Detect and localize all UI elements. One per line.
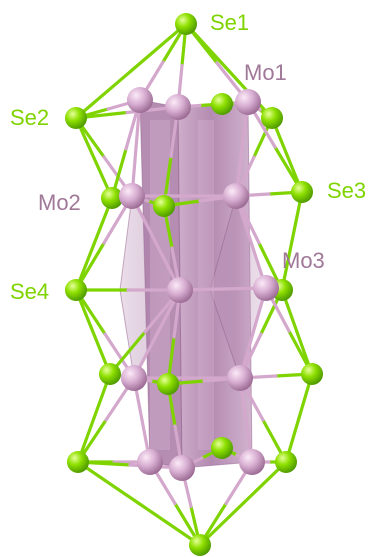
atoms-layer [65, 13, 323, 556]
molybdenum-atom [253, 275, 279, 301]
selenium-atom [275, 451, 297, 473]
bond-half [76, 460, 141, 506]
selenium-atom [261, 107, 283, 129]
atom-label-se3: Se3 [327, 178, 367, 203]
molybdenum-atom [227, 365, 253, 391]
bond-half [129, 22, 188, 73]
selenium-atom [211, 93, 233, 115]
molybdenum-atom [239, 449, 265, 475]
molybdenum-atom [127, 87, 153, 113]
bond-half [74, 69, 133, 120]
selenium-atom [291, 181, 313, 203]
selenium-atom [189, 534, 211, 556]
atom-label-se1: Se1 [210, 10, 250, 35]
molybdenum-atom [223, 183, 249, 209]
atom-label-mo3: Mo3 [282, 248, 325, 273]
selenium-atom [65, 107, 87, 129]
molybdenum-atom [169, 455, 195, 481]
selenium-atom [301, 363, 323, 385]
selenium-atom [67, 451, 89, 473]
molybdenum-atom [121, 365, 147, 391]
molybdenum-atom [165, 94, 191, 120]
atom-label-mo1: Mo1 [244, 60, 287, 85]
molybdenum-atom [235, 89, 261, 115]
atom-label-mo2: Mo2 [38, 190, 81, 215]
selenium-atom [65, 279, 87, 301]
selenium-atom [101, 187, 123, 209]
selenium-atom [153, 195, 175, 217]
atom-label-se2: Se2 [10, 105, 50, 130]
molybdenum-atom [119, 183, 145, 209]
selenium-atom [211, 437, 233, 459]
molybdenum-atom [137, 449, 163, 475]
selenium-atom [175, 13, 197, 35]
molybdenum-atom [167, 277, 193, 303]
selenium-atom [157, 373, 179, 395]
polyhedron-highlight [198, 120, 214, 450]
polyhedron-highlight [150, 120, 170, 450]
bond-half [137, 501, 202, 547]
selenium-atom [99, 363, 121, 385]
atom-label-se4: Se4 [10, 279, 50, 304]
